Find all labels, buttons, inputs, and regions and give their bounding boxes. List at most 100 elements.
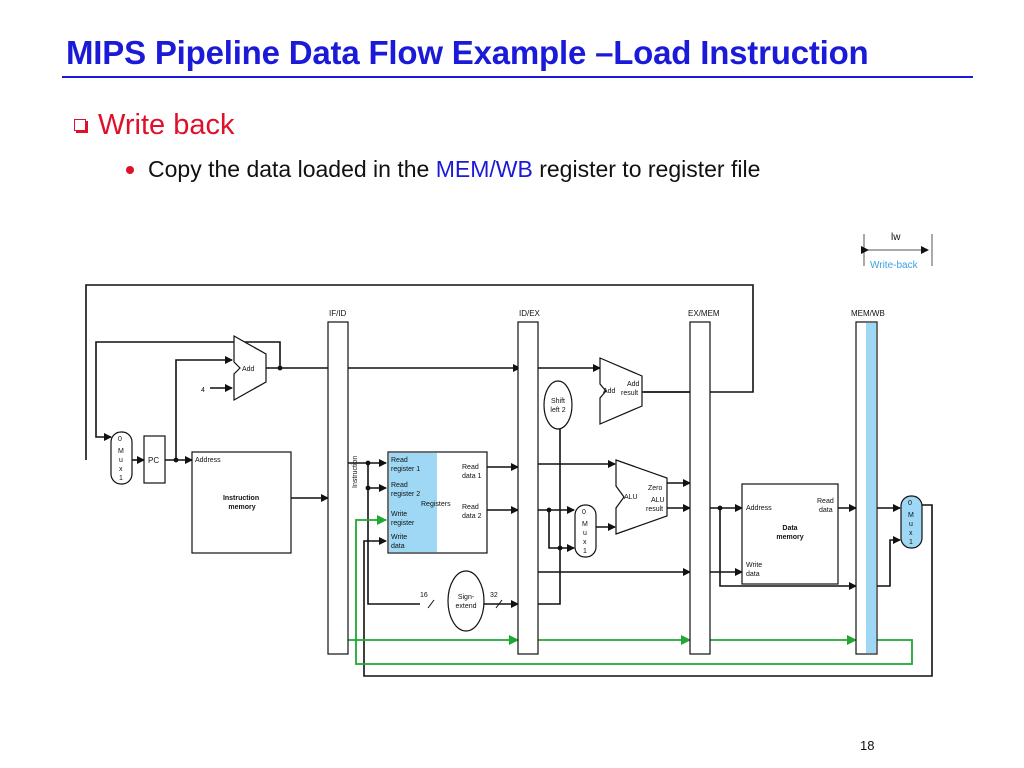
bits-in: 16 (420, 592, 428, 599)
slide-title: MIPS Pipeline Data Flow Example –Load In… (66, 34, 869, 71)
alu-mux: 0 M u x 1 (574, 504, 597, 558)
dm-read-l1: Read (817, 498, 834, 505)
pipeline-registers: IF/ID ID/EX EX/MEM MEM/WB (327, 309, 885, 655)
pc-mux: 0 M u x 1 (110, 431, 133, 485)
svg-text:Zero: Zero (648, 485, 663, 492)
reg-name: Registers (421, 501, 451, 508)
title-rule (62, 76, 973, 78)
sign-ext-l1: Sign- (458, 594, 475, 601)
svg-text:x: x (909, 530, 913, 537)
svg-text:1: 1 (583, 548, 587, 555)
label-exmem: EX/MEM (688, 309, 720, 318)
dm-name-l1: Data (782, 525, 797, 532)
reg-rd2-l1: Read (462, 504, 479, 511)
wire-junctions (173, 365, 723, 551)
svg-text:0: 0 (582, 509, 586, 516)
reg-read2-l1: Read (391, 482, 408, 489)
memwb-highlight (866, 323, 876, 653)
write-back-register-path (348, 515, 913, 665)
ifid-register (327, 321, 349, 655)
svg-text:Sign-extend: Sign-extend (455, 594, 476, 610)
pc-register: PC (143, 435, 166, 484)
svg-text:M: M (582, 521, 588, 528)
svg-text:1: 1 (119, 475, 123, 482)
svg-text:ALU: ALU (624, 494, 638, 501)
alu-result-l1: ALU (651, 497, 665, 504)
pc-adder: Add (233, 334, 267, 402)
svg-text:x: x (583, 539, 587, 546)
sign-extend: Sign-extend 16 32 (420, 570, 503, 632)
svg-text:PC: PC (148, 456, 159, 465)
svg-text:Add: Add (603, 388, 616, 395)
alu-result-l2: result (646, 506, 663, 513)
shift-left-2: Shift left 2 (543, 380, 573, 430)
constant-four: 4 (201, 387, 205, 394)
bullet-level-1: Write back (74, 109, 234, 142)
bullet-2-post: register to register file (532, 156, 761, 182)
writeback-mux: 0 M u x 1 (900, 495, 923, 549)
instruction-bus-label: Instruction (352, 456, 359, 488)
bits-out: 32 (490, 592, 498, 599)
dm-write-l1: Write (746, 562, 762, 569)
reg-write-l1: Write (391, 511, 407, 518)
label-ifid: IF/ID (329, 309, 347, 318)
reg-write-l2: register (391, 520, 415, 527)
add-result-l2: result (621, 390, 638, 397)
alu: ALU Zero ALU result (615, 459, 668, 535)
add-result-l1: Add (627, 381, 640, 388)
branch-adder: Add Add result (599, 357, 643, 425)
reg-wdata-l1: Write (391, 534, 407, 541)
bullet-2-highlight: MEM/WB (435, 156, 533, 182)
bullet-1-text: Write back (98, 109, 235, 141)
label-memwb: MEM/WB (851, 309, 885, 318)
instruction-memory: Address Instruction memory (191, 451, 292, 554)
reg-rd1-l1: Read (462, 464, 479, 471)
svg-text:Address: Address (195, 457, 221, 464)
shift-l2: left 2 (550, 407, 565, 414)
label-idex: ID/EX (519, 309, 541, 318)
dm-read-l2: data (819, 507, 833, 514)
dm-write-l2: data (746, 571, 760, 578)
svg-text:u: u (119, 457, 123, 464)
datapath-wires (85, 284, 933, 677)
stage-legend: lw Write-back (861, 232, 933, 271)
sign-ext-l2: extend (455, 603, 476, 610)
svg-text:Add: Add (242, 366, 255, 373)
reg-read2-l2: register 2 (391, 491, 420, 498)
svg-text:Address: Address (746, 505, 772, 512)
svg-text:1: 1 (909, 539, 913, 546)
reg-wdata-l2: data (391, 543, 405, 550)
legend-stage: Write-back (870, 260, 919, 271)
shift-l1: Shift (551, 398, 565, 405)
bullet-level-2: Copy the data loaded in the MEM/WB regis… (126, 156, 760, 183)
instr-mem-name: Instruction memory (223, 495, 261, 511)
reg-read1-l2: register 1 (391, 466, 420, 473)
square-bullet-icon (74, 119, 86, 131)
svg-text:M: M (908, 512, 914, 519)
reg-rd2-l2: data 2 (462, 513, 482, 520)
svg-text:0: 0 (908, 500, 912, 507)
idex-register (517, 321, 539, 655)
svg-text:M: M (118, 448, 124, 455)
exmem-register (689, 321, 711, 655)
instr-mem-name-l2: memory (228, 504, 255, 511)
reg-read1-l1: Read (391, 457, 408, 464)
bullet-2-pre: Copy the data loaded in the (148, 156, 436, 182)
svg-text:0: 0 (118, 436, 122, 443)
svg-text:u: u (909, 521, 913, 528)
register-file: Read register 1 Read register 2 Write regis… (387, 451, 488, 554)
page-number: 18 (860, 738, 875, 753)
